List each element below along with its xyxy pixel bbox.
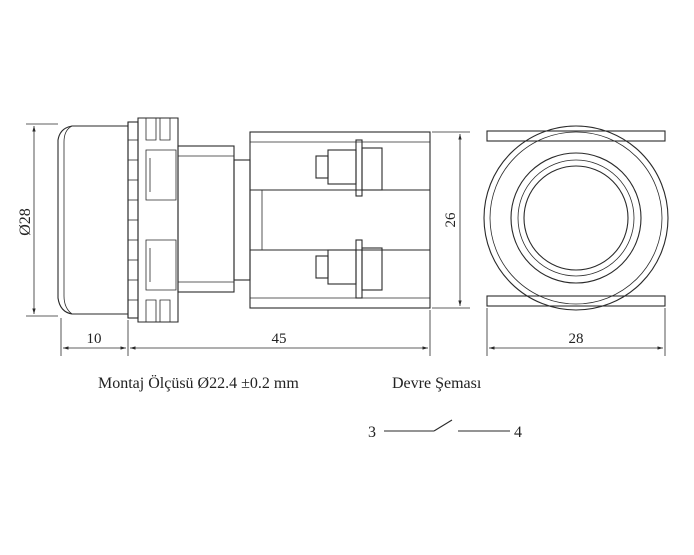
dim-depth-body: 45 (130, 310, 431, 356)
dim-width-front: 28 (486, 308, 666, 356)
contact-block (249, 131, 431, 309)
terminal-4-label: 4 (514, 424, 522, 441)
switch-contact (433, 419, 453, 432)
dim-height-label: 26 (443, 212, 459, 228)
front-view (483, 125, 669, 311)
dim-depth-body-label: 45 (272, 331, 287, 347)
front-cap (57, 125, 128, 315)
terminal-screw-bottom (315, 239, 383, 299)
neck (177, 145, 235, 293)
dim-height: 26 (432, 131, 470, 309)
circuit-title: Devre Şeması (392, 375, 482, 392)
terminal-screw-top (315, 139, 383, 197)
locking-collar (137, 117, 179, 323)
dim-diameter: Ø28 (17, 123, 58, 317)
dim-width-front-label: 28 (569, 331, 584, 347)
terminal-3-label: 3 (368, 424, 376, 441)
mounting-caption: Montaj Ölçüsü Ø22.4 ±0.2 mm (98, 374, 299, 392)
dim-depth-front-label: 10 (87, 331, 102, 347)
side-view (57, 117, 431, 323)
circuit-schematic: 3 4 (368, 419, 522, 441)
dim-diameter-label: Ø28 (17, 208, 34, 236)
dim-depth-front: 10 (60, 318, 129, 356)
